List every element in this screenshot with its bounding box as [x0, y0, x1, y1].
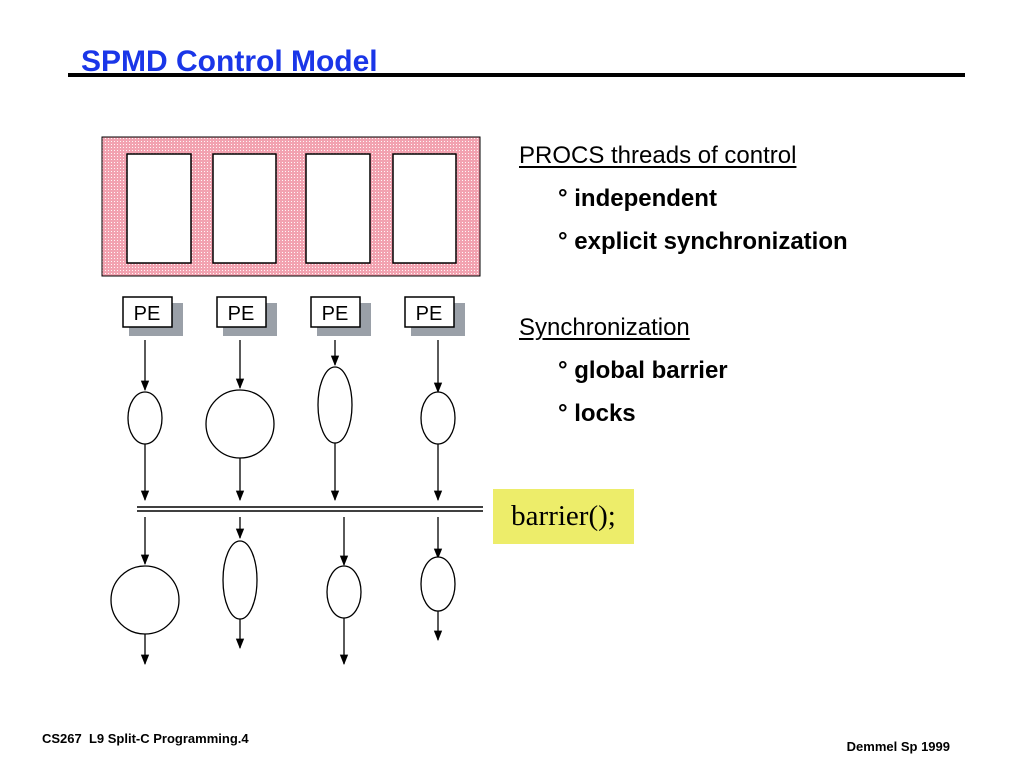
footer-author: Demmel Sp 1999	[846, 739, 950, 754]
compute-phase-4b	[420, 556, 456, 612]
pe-box-2: PE	[216, 296, 277, 336]
thread-3	[317, 340, 362, 666]
memory-slot-3	[305, 153, 371, 264]
pe-box-4: PE	[404, 296, 465, 336]
bullet-heading-threads: PROCS threads of control	[519, 142, 797, 169]
thread-4	[420, 340, 456, 642]
slide-title: SPMD Control Model	[81, 45, 378, 78]
compute-phase-2a	[205, 389, 275, 459]
bullet-item-explicit-sync: ° explicit synchronization	[558, 228, 848, 255]
thread-1	[110, 340, 180, 666]
compute-phase-3a	[317, 366, 353, 444]
pe-label-4: PE	[416, 303, 443, 325]
memory-block	[101, 136, 481, 277]
compute-phase-3b	[326, 565, 362, 619]
pe-label-3: PE	[322, 303, 349, 325]
compute-phase-1a	[127, 391, 163, 445]
footer-course: CS267 L9 Split-C Programming.4	[42, 731, 249, 746]
barrier-call-label: barrier();	[493, 489, 634, 544]
pe-box-1: PE	[122, 296, 183, 336]
title-underline-rule	[68, 73, 965, 77]
bullet-heading-sync: Synchronization	[519, 314, 690, 341]
bullet-item-global-barrier: ° global barrier	[558, 357, 728, 384]
compute-phase-4a	[420, 391, 456, 445]
pe-box-3: PE	[310, 296, 371, 336]
barrier-line	[137, 506, 483, 512]
pe-label-2: PE	[228, 303, 255, 325]
bullet-list: PROCS threads of control ° independent °…	[519, 134, 848, 435]
bullet-item-locks: ° locks	[558, 400, 636, 427]
memory-slot-1	[126, 153, 192, 264]
compute-phase-1b	[110, 565, 180, 635]
memory-slot-4	[392, 153, 457, 264]
bullet-item-independent: ° independent	[558, 185, 717, 212]
bullet-spacer	[519, 263, 848, 306]
pe-label-1: PE	[134, 303, 161, 325]
memory-slot-2	[212, 153, 277, 264]
thread-2	[205, 340, 275, 650]
compute-phase-2b	[222, 540, 258, 620]
